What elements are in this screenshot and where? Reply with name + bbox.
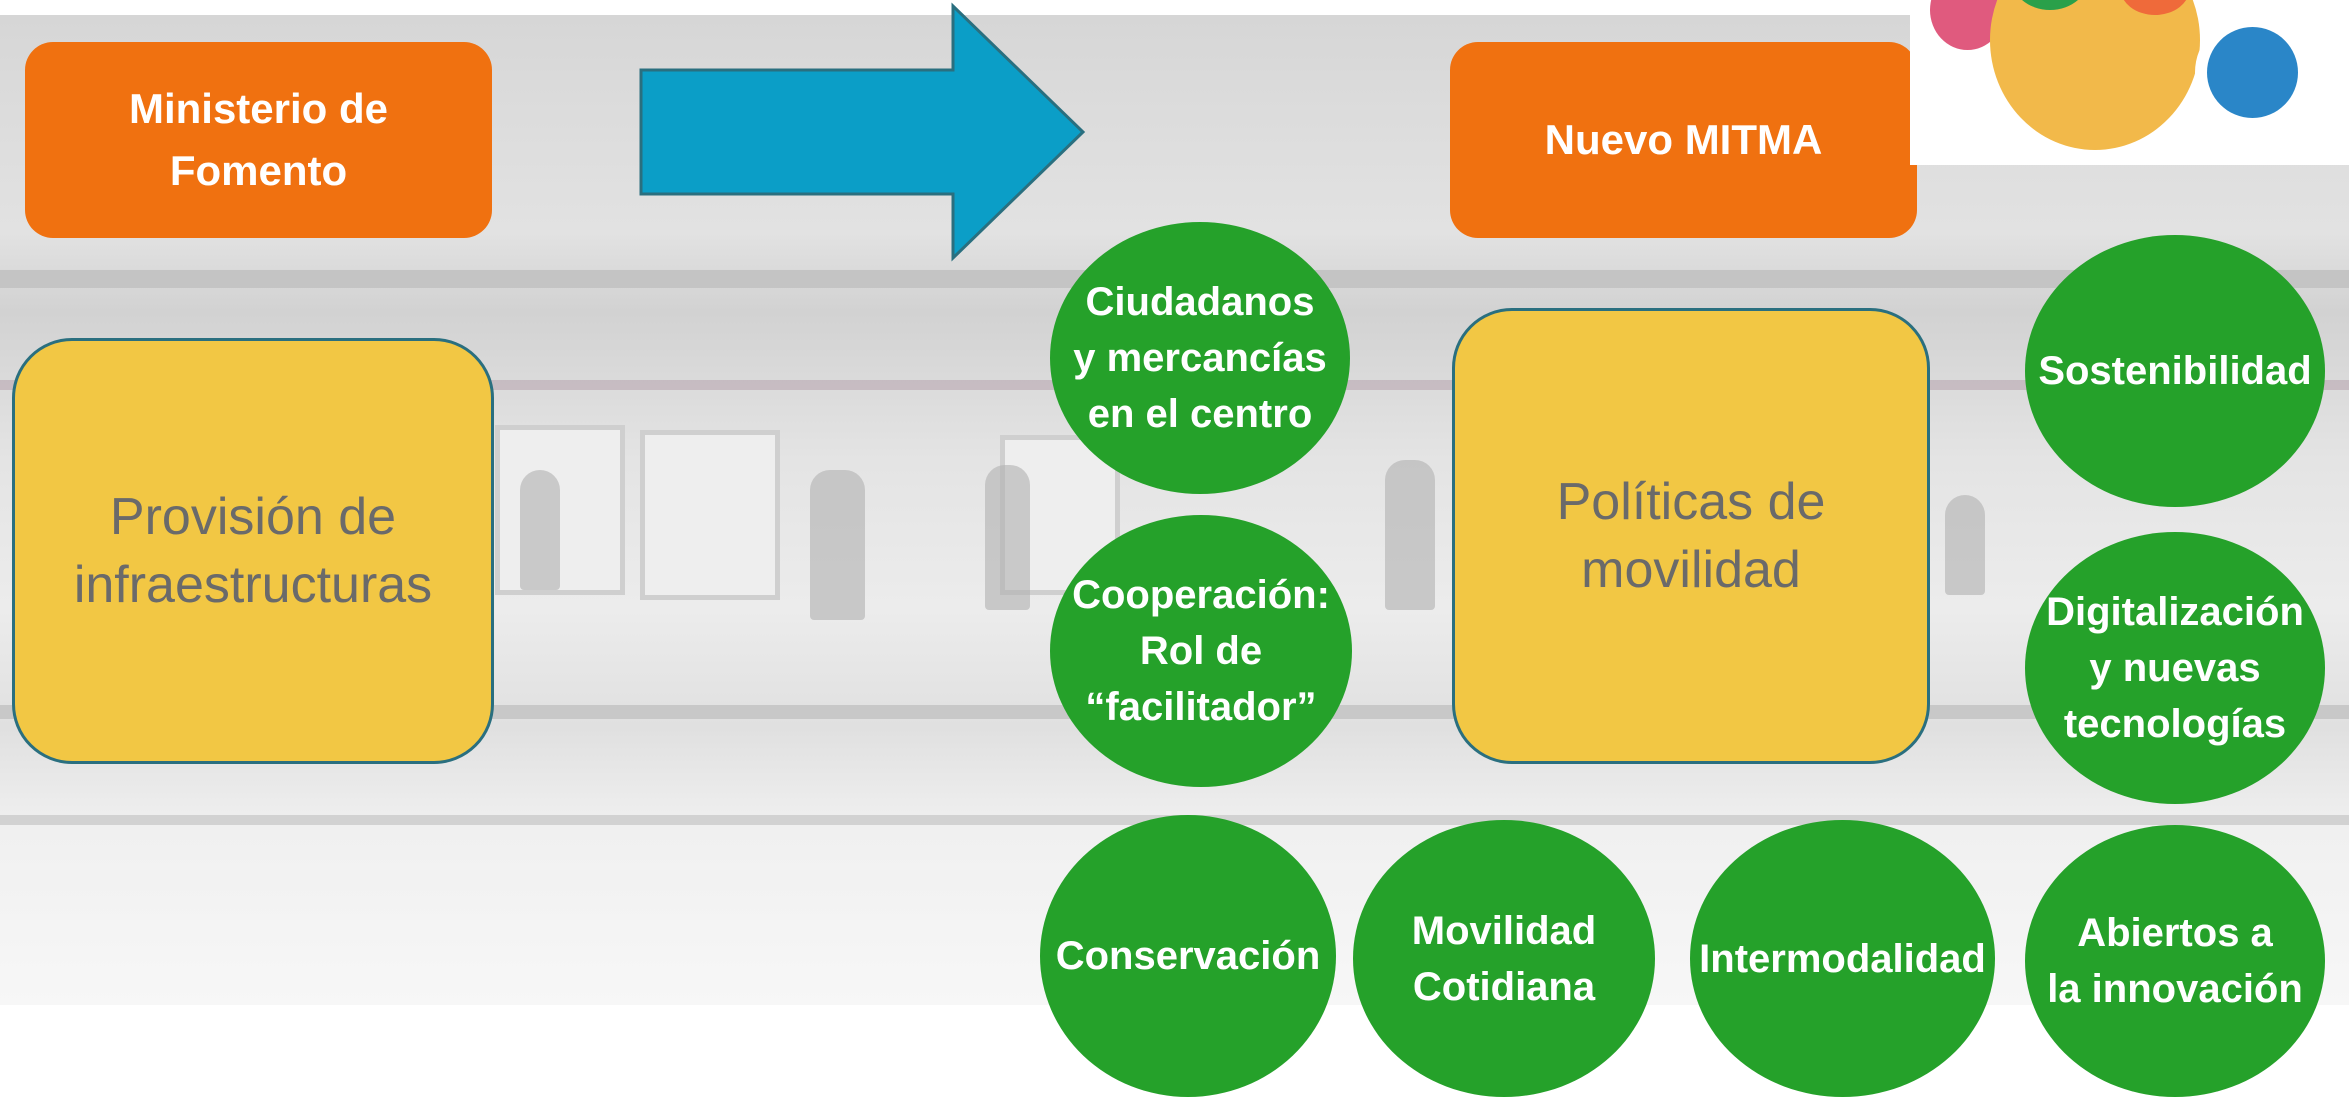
logo-orange-circle [2120,0,2190,15]
circle-conservacion: Conservación [1040,815,1336,1097]
circle-digitalizacion-label: Digitalización y nuevas tecnologías [2046,590,2304,746]
ministerio-label: Ministerio de Fomento [128,85,389,194]
circle-intermodalidad-label: Intermodalidad [1699,936,1986,981]
provision-label: Provisión de infraestructuras [73,488,433,614]
nuevo-mitma-label: Nuevo MITMA [1544,116,1823,163]
person-silhouette [1385,460,1435,610]
circle-innovacion: Abiertos a la innovación [2025,825,2325,1097]
circle-movilidad-cotidiana-label: Movilidad Cotidiana [1411,908,1597,1009]
circle-innovacion-label: Abiertos a la innovación [2047,911,2303,1011]
circle-sostenibilidad-label: Sostenibilidad [2038,349,2312,393]
person-silhouette [985,465,1030,610]
person-silhouette [1945,495,1985,595]
circle-intermodalidad: Intermodalidad [1690,820,1995,1097]
provision-box: Provisión de infraestructuras [12,338,494,764]
circle-ciudadanos-label: Ciudadanos y mercancías en el centro [1073,280,1327,436]
circle-cooperacion: Cooperación: Rol de “facilitador” [1050,515,1352,787]
logo-green-circle [2010,0,2090,10]
circle-sostenibilidad: Sostenibilidad [2025,235,2325,507]
right-arrow-icon [639,2,1086,262]
person-silhouette [520,470,560,590]
wall-poster [640,430,780,600]
circle-digitalizacion: Digitalización y nuevas tecnologías [2025,532,2325,804]
politicas-label: Políticas de movilidad [1556,473,1826,599]
circle-conservacion-label: Conservación [1055,934,1321,978]
circle-movilidad-cotidiana: Movilidad Cotidiana [1353,820,1655,1097]
circle-ciudadanos: Ciudadanos y mercancías en el centro [1050,222,1350,494]
logo-blue-circle [2207,27,2298,118]
colored-circles-logo [1910,0,2349,165]
circle-cooperacion-label: Cooperación: Rol de “facilitador” [1072,573,1330,729]
wall-poster [495,425,625,595]
ministerio-box: Ministerio de Fomento [25,42,492,238]
person-silhouette [810,470,865,620]
politicas-box: Políticas de movilidad [1452,308,1930,764]
logo-yellow-circle [1990,0,2200,150]
nuevo-mitma-box: Nuevo MITMA [1450,42,1917,238]
